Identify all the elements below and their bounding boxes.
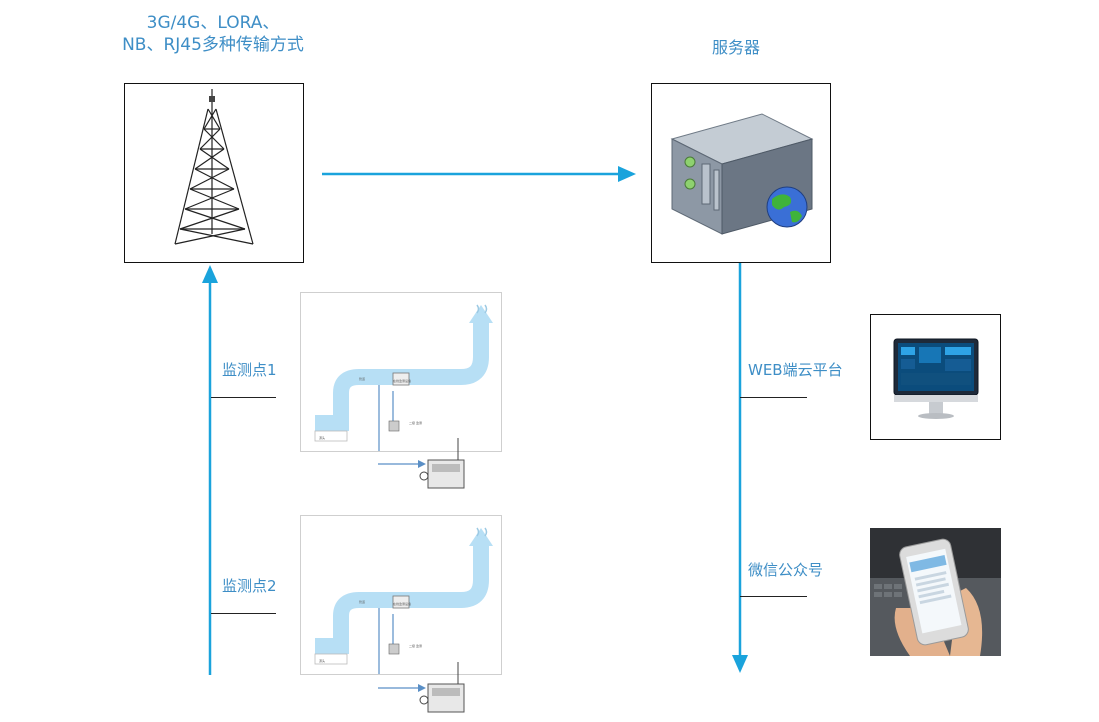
- server-icon: [670, 113, 814, 235]
- site-tick-2: [211, 613, 276, 614]
- pipeline-icon: [314, 527, 493, 686]
- downlink-arrow: [732, 263, 748, 673]
- transmission-label: 3G/4G、LORA、 NB、RJ45多种传输方式: [88, 12, 338, 56]
- output-tick-web: [740, 397, 807, 398]
- note-label-1: 二级 监测: [409, 421, 422, 425]
- pipe-label-1: 管道: [359, 377, 366, 381]
- site-label-1: 监测点1: [222, 361, 277, 379]
- monitor-box: [870, 314, 1001, 440]
- transmit-arrow: [322, 166, 636, 182]
- output-label-web: WEB端云平台: [748, 361, 843, 379]
- source-label-1: 源头: [319, 436, 326, 440]
- output-tick-wechat: [740, 596, 807, 597]
- note-label-2: 二级 监测: [409, 644, 422, 648]
- monitor-icon: [893, 338, 979, 419]
- transmission-label-line1: 3G/4G、LORA、: [146, 13, 280, 33]
- device-label-1: 在线监测设备: [393, 379, 412, 383]
- phone-box: [870, 528, 1001, 656]
- transmission-label-line2: NB、RJ45多种传输方式: [122, 35, 304, 55]
- device-icon: [378, 438, 465, 489]
- site-label-2: 监测点2: [222, 577, 277, 595]
- phone-icon: [870, 528, 1001, 656]
- tower-icon: [174, 89, 254, 245]
- pipeline-icon: [314, 304, 493, 463]
- globe-icon: [766, 186, 808, 228]
- device-label-2: 在线监测设备: [393, 602, 412, 606]
- site-diagram-1: 管道 在线监测设备 二级 监测 源头: [300, 292, 502, 463]
- site-diagram-2: 管道 在线监测设备 二级 监测 源头: [300, 515, 502, 686]
- source-label-2: 源头: [319, 659, 326, 663]
- site-tick-1: [211, 397, 276, 398]
- server-box: [651, 83, 831, 263]
- server-label: 服务器: [712, 38, 761, 57]
- device-icon: [378, 662, 465, 713]
- uplink-arrow: [202, 265, 218, 675]
- pipe-label-2: 管道: [359, 600, 366, 604]
- tower-box: [124, 83, 304, 263]
- output-label-wechat: 微信公众号: [748, 561, 824, 579]
